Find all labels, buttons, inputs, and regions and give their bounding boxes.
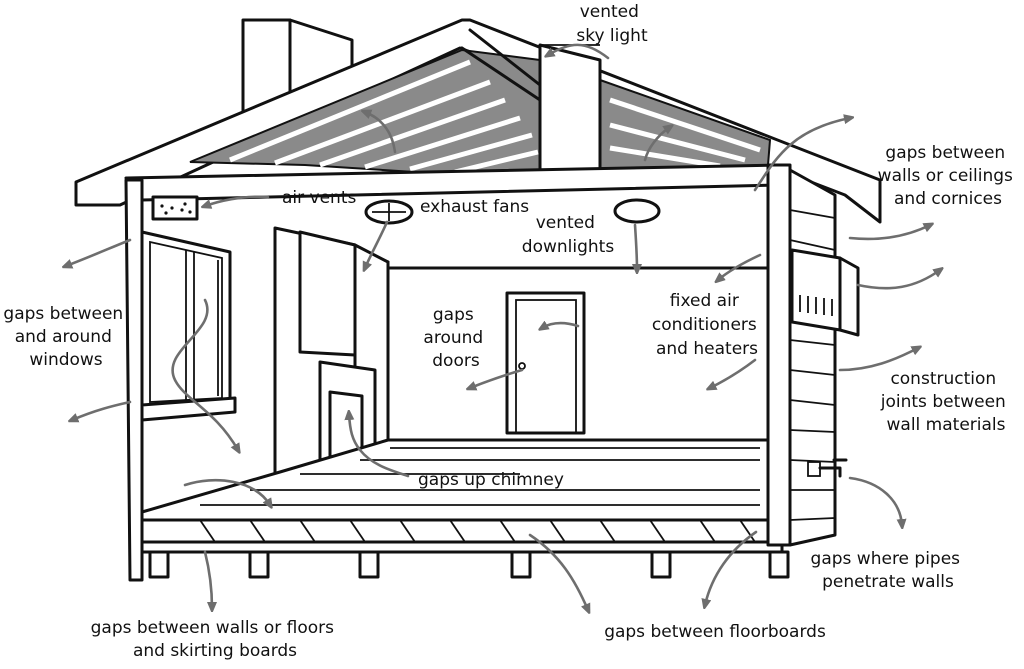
label-vented-sky-light: vented sky light bbox=[576, 2, 648, 46]
downlight-icon bbox=[613, 198, 661, 224]
label-gaps-floorboards: gaps between floorboards bbox=[604, 622, 826, 642]
ceiling-fixtures bbox=[364, 198, 661, 225]
label-gaps-doors: gaps around doors bbox=[423, 305, 488, 371]
label-gaps-windows: gaps between and around windows bbox=[3, 304, 128, 370]
labels: vented sky light gaps between walls or c… bbox=[3, 2, 1019, 661]
tap-icon bbox=[807, 458, 848, 478]
floor-joists bbox=[140, 518, 790, 579]
left-wall bbox=[124, 178, 237, 582]
skylight-shaft bbox=[538, 43, 602, 182]
label-fixed-air-conditioners: fixed air conditioners and heaters bbox=[652, 291, 762, 359]
label-gaps-walls-floors-skirting: gaps between walls or floors and skirtin… bbox=[91, 618, 340, 661]
label-exhaust-fans: exhaust fans bbox=[420, 197, 529, 217]
right-wall bbox=[766, 163, 860, 547]
house-illustration bbox=[74, 18, 882, 582]
label-gaps-walls-ceilings-cornices: gaps between walls or ceilings and corni… bbox=[878, 143, 1019, 209]
air-leak-arrows bbox=[66, 43, 940, 610]
label-vented-downlights: vented downlights bbox=[522, 213, 615, 257]
ceiling-beam bbox=[124, 163, 782, 202]
label-air-vents: air vents bbox=[282, 188, 356, 208]
fireplace bbox=[273, 226, 390, 480]
label-gaps-pipes: gaps where pipes penetrate walls bbox=[811, 549, 966, 592]
label-construction-joints: construction joints between wall materia… bbox=[880, 369, 1011, 435]
label-gaps-chimney: gaps up chimney bbox=[418, 470, 564, 490]
